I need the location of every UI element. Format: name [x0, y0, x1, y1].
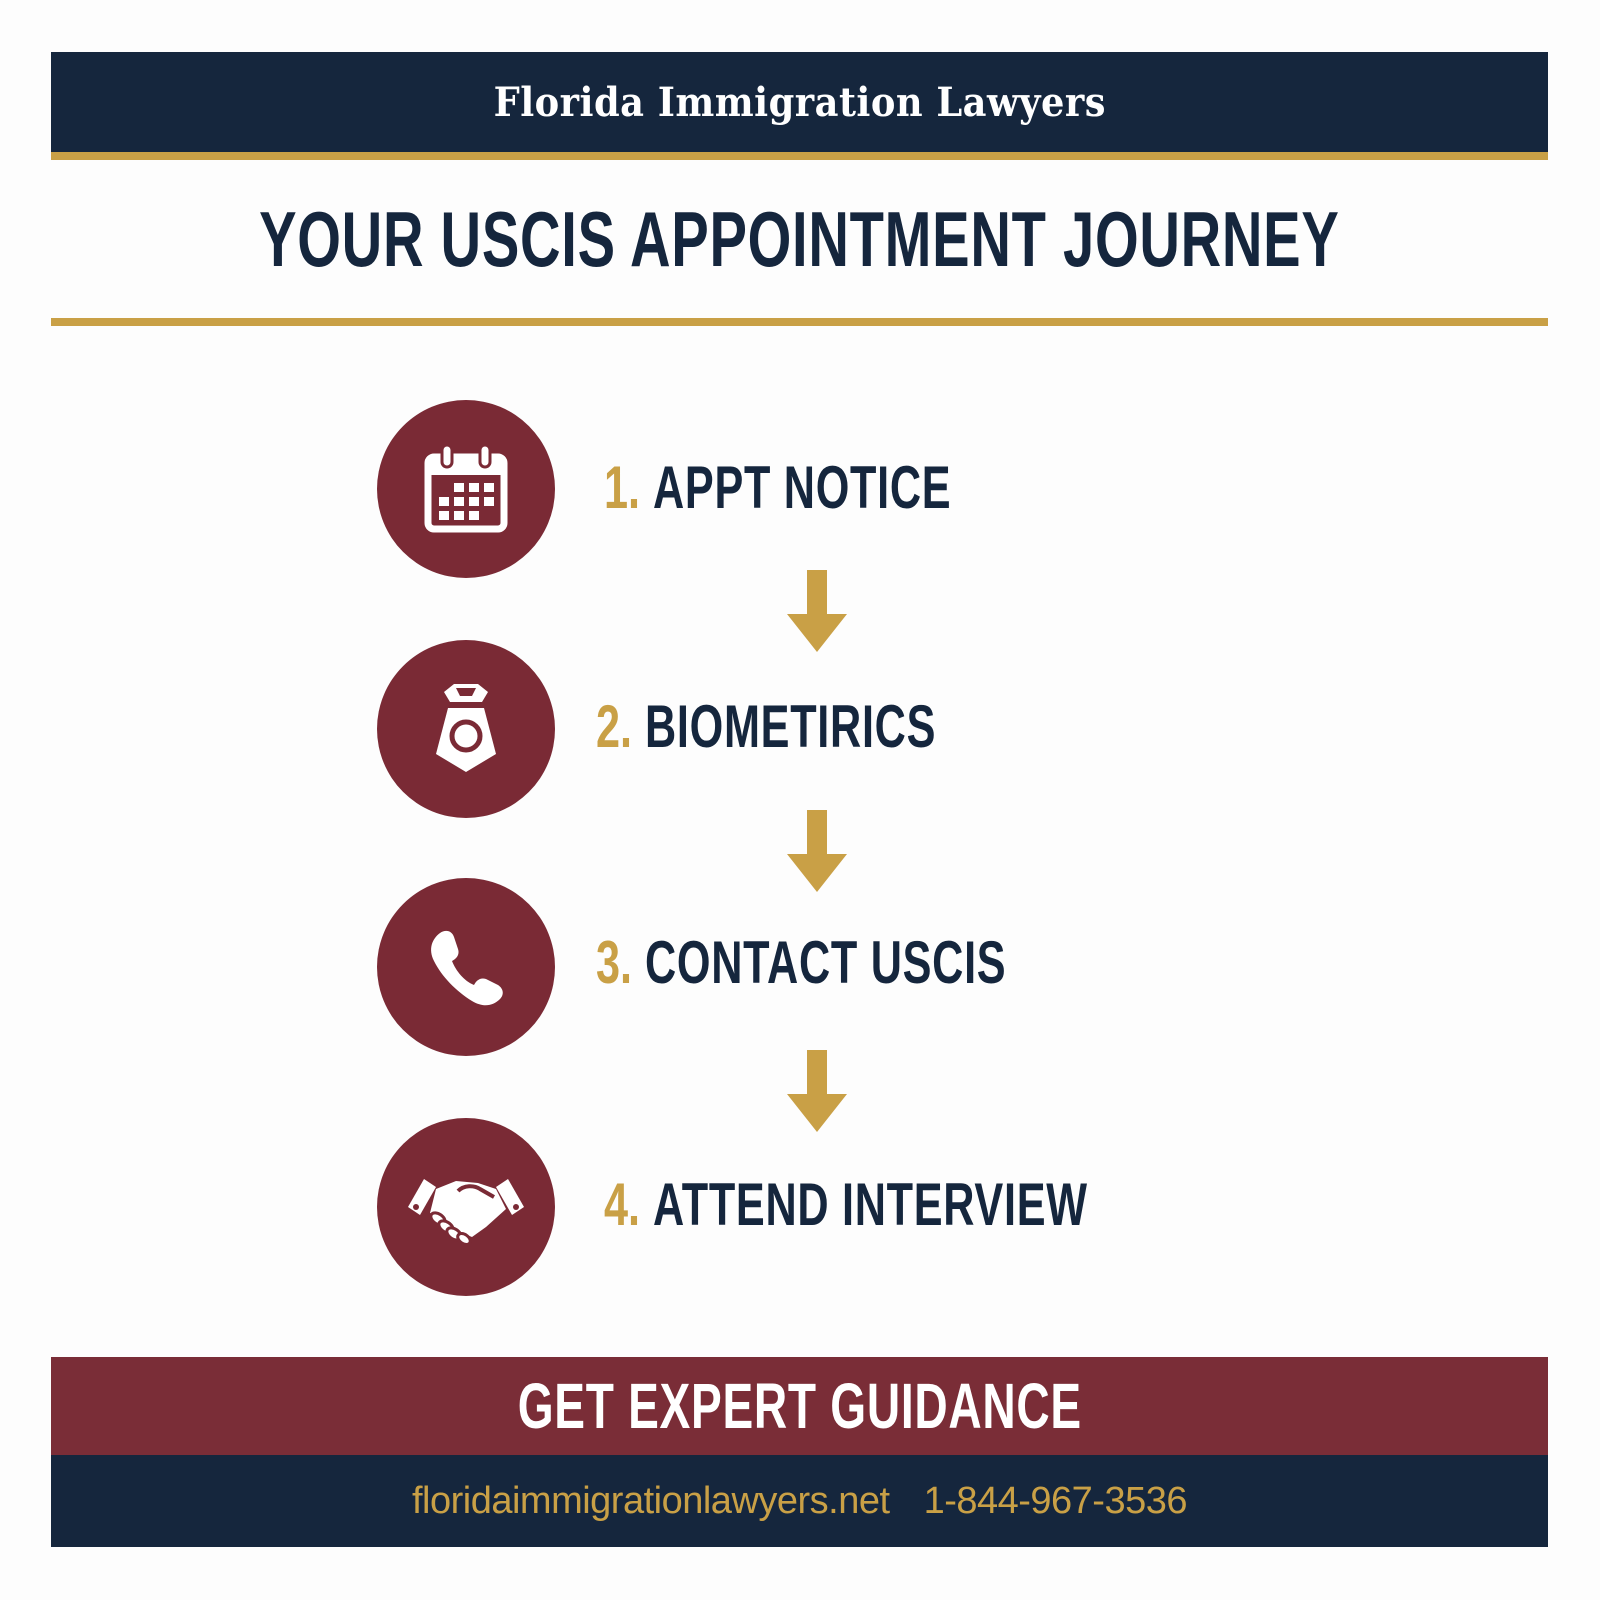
step-1-circle: [377, 400, 555, 578]
step-1-text: APPT NOTICE: [652, 454, 952, 521]
website-link[interactable]: floridaimmigrationlawyers.net: [411, 1479, 890, 1522]
cta-text[interactable]: GET EXPERT GUIDANCE: [517, 1370, 1082, 1442]
contact-bar: floridaimmigrationlawyers.net 1-844-967-…: [51, 1455, 1548, 1547]
step-3-circle: [377, 878, 555, 1056]
step-1: [377, 400, 555, 578]
page-title: YOUR USCIS APPOINTMENT JOURNEY: [259, 194, 1340, 283]
step-4: [377, 1118, 555, 1296]
handshake-icon: [408, 1179, 524, 1246]
gold-divider-title: [51, 318, 1548, 326]
step-4-label: 4. ATTEND INTERVIEW: [604, 1170, 1088, 1239]
gold-divider-top: [51, 152, 1548, 160]
step-2: [377, 640, 555, 818]
step-3-text: CONTACT USCIS: [644, 929, 1007, 996]
brand-header-bar: Florida Immigration Lawyers: [51, 52, 1548, 152]
calendar-icon: [424, 443, 508, 533]
step-2-circle: [377, 640, 555, 818]
cta-banner[interactable]: GET EXPERT GUIDANCE: [51, 1357, 1548, 1455]
brand-name: Florida Immigration Lawyers: [493, 78, 1106, 126]
step-3: [377, 878, 555, 1056]
phone-number[interactable]: 1-844-967-3536: [923, 1479, 1188, 1522]
step-2-label: 2. BIOMETIRICS: [596, 692, 936, 761]
step-1-label: 1. APPT NOTICE: [604, 453, 951, 522]
phone-icon: [431, 930, 503, 1006]
step-4-number: 4.: [604, 1171, 641, 1238]
step-2-text: BIOMETIRICS: [644, 693, 937, 760]
arrow-down-icon: [787, 810, 847, 892]
step-3-label: 3. CONTACT USCIS: [596, 928, 1006, 997]
step-1-number: 1.: [604, 454, 641, 521]
step-4-text: ATTEND INTERVIEW: [652, 1171, 1088, 1238]
step-3-number: 3.: [596, 929, 633, 996]
step-4-circle: [377, 1118, 555, 1296]
arrow-down-icon: [787, 1050, 847, 1132]
badge-icon: [436, 684, 496, 772]
arrow-down-icon: [787, 570, 847, 652]
title-section: YOUR USCIS APPOINTMENT JOURNEY: [51, 160, 1548, 318]
step-2-number: 2.: [596, 693, 633, 760]
